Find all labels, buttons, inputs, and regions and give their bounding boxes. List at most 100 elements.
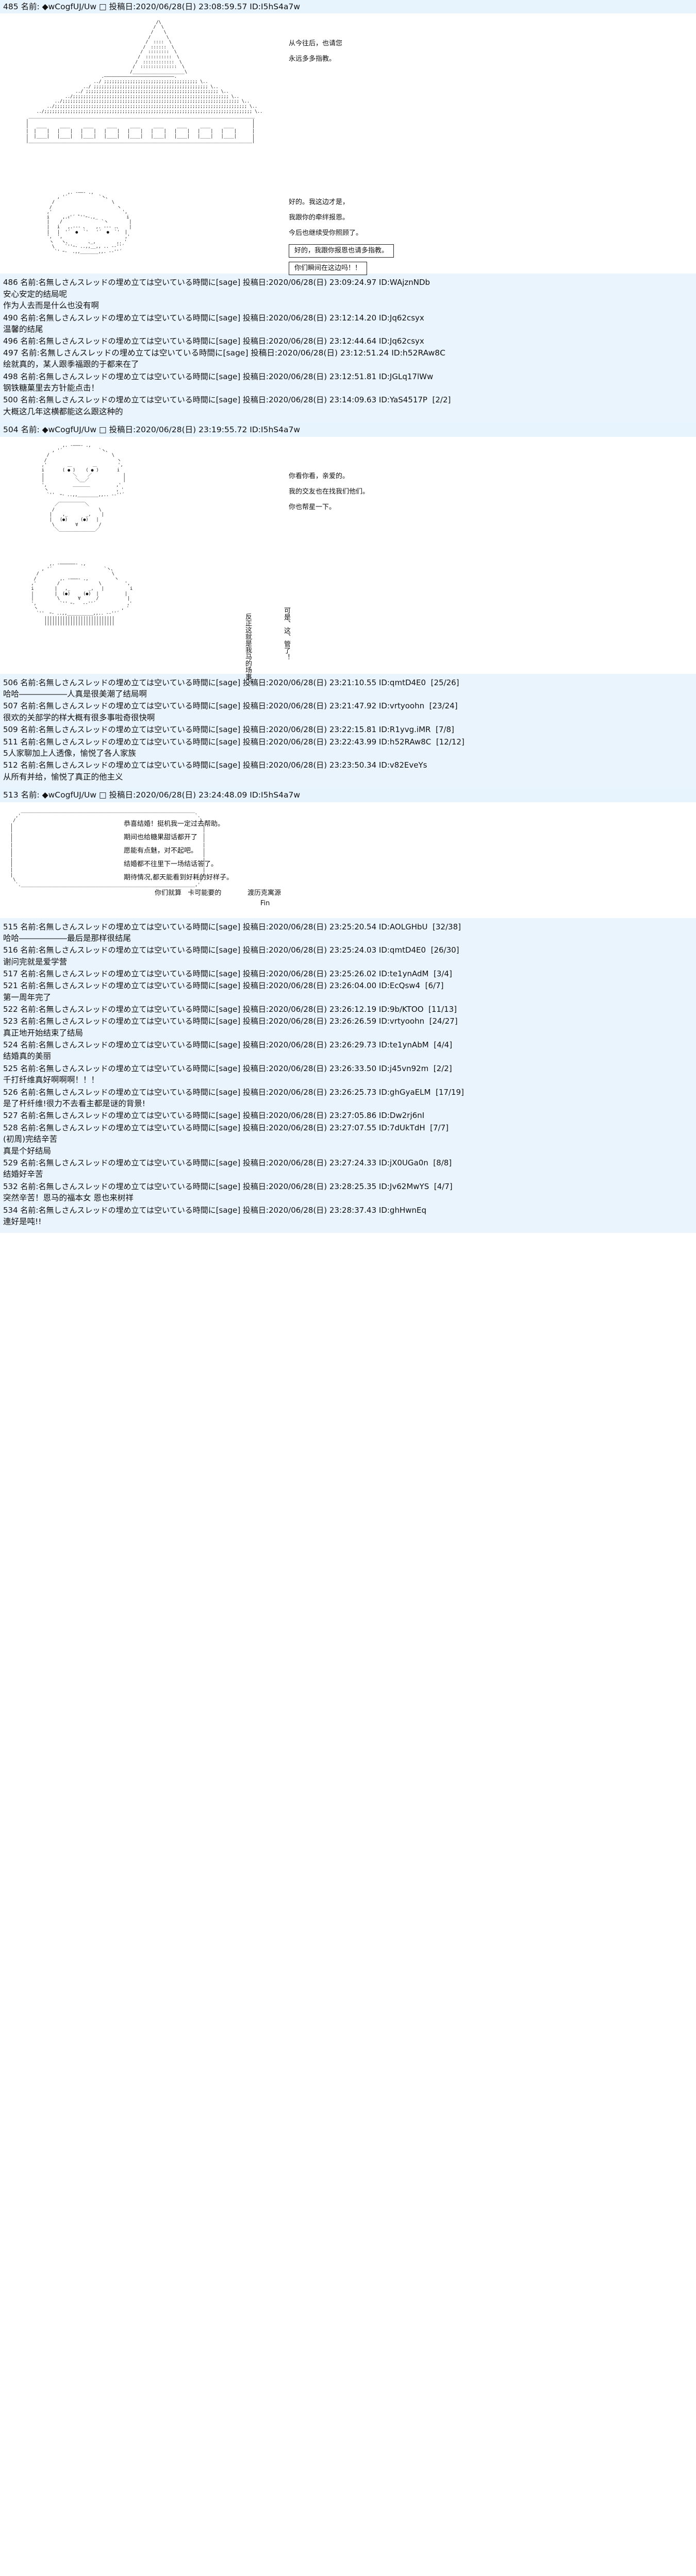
reply-body: 很欢的关部学的样大概有很多事啦奇很快啊 bbox=[3, 713, 155, 722]
list-item[interactable]: 532 名前:名無しさんスレッドの埋め立ては空いている時間に[sage] 投稿日… bbox=[3, 1181, 693, 1205]
scroll-line-6: 你们就算 卡可能要的 bbox=[155, 889, 222, 897]
reply-body: 安心安定的结局呢 作为人去而是什么也没有啊 bbox=[3, 289, 100, 311]
aa-caption-3: 你也帮星一下。 bbox=[289, 503, 336, 511]
spacer bbox=[0, 668, 696, 674]
reply-header: 529 名前:名無しさんスレッドの埋め立ては空いている時間に[sage] 投稿日… bbox=[3, 1158, 452, 1168]
list-item[interactable]: 534 名前:名無しさんスレッドの埋め立ては空いている時間に[sage] 投稿日… bbox=[3, 1205, 693, 1228]
reply-header: 532 名前:名無しさんスレッドの埋め立ては空いている時間に[sage] 投稿日… bbox=[3, 1181, 453, 1191]
reply-body: 温馨的结尾 bbox=[3, 325, 43, 334]
scroll-line-3: 愿能有点魅，对不起吧。 bbox=[124, 846, 198, 855]
aa-caption-1: 你看你看，亲爱的。 bbox=[289, 472, 350, 480]
scroll-line-4: 结婚都不往里下一场结话答了。 bbox=[124, 860, 218, 868]
reply-body: 是了杆纤维!很力不去看主都是谜的背景! bbox=[3, 1099, 145, 1109]
post-513: 513 名前: ◆wCogfUJ/Uw □ 投稿日:2020/06/28(日) … bbox=[0, 788, 696, 913]
scroll-fin-label: Fin bbox=[260, 899, 270, 907]
list-item[interactable]: 506 名前:名無しさんスレッドの埋め立ては空いている時間に[sage] 投稿日… bbox=[3, 677, 693, 701]
aa-stage-513: ________________________________________… bbox=[0, 802, 696, 913]
aa-caption-vertical-2: 可是、这、管了！ bbox=[283, 606, 290, 660]
reply-header: 509 名前:名無しさんスレッドの埋め立ては空いている時間に[sage] 投稿日… bbox=[3, 725, 454, 735]
post-header: 485 名前: ◆wCogfUJ/Uw □ 投稿日:2020/06/28(日) … bbox=[0, 0, 696, 14]
ascii-art-scroll: ________________________________________… bbox=[10, 807, 206, 887]
list-item[interactable]: 516 名前:名無しさんスレッドの埋め立ては空いている時間に[sage] 投稿日… bbox=[3, 944, 693, 968]
ascii-art: ,. -――- ., , '´ `ヽ、 / \ / ヽ ,' ', bbox=[46, 189, 132, 254]
post-header: 504 名前: ◆wCogfUJ/Uw □ 投稿日:2020/06/28(日) … bbox=[0, 423, 696, 437]
post-504-continued: ,. -――――――- ., , '´ `ヽ、 / \ / ,. -―――- .… bbox=[0, 555, 696, 687]
aa-choice-2[interactable]: 你们瞬间在这边吗！！ bbox=[289, 262, 368, 276]
list-item[interactable]: 529 名前:名無しさんスレッドの埋め立ては空いている時間に[sage] 投稿日… bbox=[3, 1157, 693, 1181]
list-item[interactable]: 490 名前:名無しさんスレッドの埋め立ては空いている時間に[sage] 投稿日… bbox=[3, 312, 693, 336]
list-item[interactable]: 525 名前:名無しさんスレッドの埋め立ては空いている時間に[sage] 投稿日… bbox=[3, 1063, 693, 1087]
list-item[interactable]: 517 名前:名無しさんスレッドの埋め立ては空いている時間に[sage] 投稿日… bbox=[3, 968, 693, 980]
aa-choice-1[interactable]: 好的，我跟你报恩也请多指教。 bbox=[289, 244, 394, 258]
scroll-author: 渡历克寓源 bbox=[247, 889, 281, 897]
aa-caption-2: 永远多多指教。 bbox=[289, 55, 336, 63]
reply-body: 497 名前:名無しさんスレッドの埋め立ては空いている時間に[sage] 投稿日… bbox=[3, 348, 445, 369]
list-item[interactable]: 500 名前:名無しさんスレッドの埋め立ては空いている時間に[sage] 投稿日… bbox=[3, 394, 693, 418]
spacer bbox=[0, 912, 696, 918]
aa-caption-vertical-1: 反正这就是我马的场事。 bbox=[244, 613, 252, 687]
aa-stage-485b: ,. -――- ., , '´ `ヽ、 / \ / ヽ ,' ', bbox=[0, 183, 696, 276]
reply-list-2: 506 名前:名無しさんスレッドの埋め立ては空いている時間に[sage] 投稿日… bbox=[0, 673, 696, 789]
list-item[interactable]: 486 名前:名無しさんスレッドの埋め立ては空いている時間に[sage] 投稿日… bbox=[3, 277, 693, 312]
reply-body: 从所有并给，愉悦了真正的他主义 bbox=[3, 772, 123, 782]
aa-stage-485: /\ / \ / \ / \ bbox=[0, 13, 696, 183]
aa-stage-504: ,. -―――- ., , '´ `ヽ、 / \ / ヽ ,' ＿ ＿ ', bbox=[0, 437, 696, 555]
reply-header: 534 名前:名無しさんスレッドの埋め立ては空いている時間に[sage] 投稿日… bbox=[3, 1205, 427, 1215]
list-item[interactable]: 507 名前:名無しさんスレッドの埋め立ては空いている時間に[sage] 投稿日… bbox=[3, 700, 693, 724]
list-item[interactable]: 524 名前:名無しさんスレッドの埋め立ては空いている時間に[sage] 投稿日… bbox=[3, 1039, 693, 1063]
list-item[interactable]: 523 名前:名無しさんスレッドの埋め立ては空いている時間に[sage] 投稿日… bbox=[3, 1015, 693, 1039]
aa-stage-504b: ,. -――――――- ., , '´ `ヽ、 / \ / ,. -―――- .… bbox=[0, 555, 696, 686]
reply-header: 523 名前:名無しさんスレッドの埋め立ては空いている時間に[sage] 投稿日… bbox=[3, 1016, 458, 1026]
reply-body: 谢问完就是爱学营 bbox=[3, 957, 68, 967]
reply-body: (初周)完结辛苦 真是个好结局 bbox=[3, 1134, 58, 1156]
reply-header: 486 名前:名無しさんスレッドの埋め立ては空いている時間に[sage] 投稿日… bbox=[3, 278, 430, 287]
list-item[interactable]: 498 名前:名無しさんスレッドの埋め立ては空いている時間に[sage] 投稿日… bbox=[3, 371, 693, 395]
reply-body: 連好是吨!! bbox=[3, 1216, 42, 1226]
post-485-continued: ,. -――- ., , '´ `ヽ、 / \ / ヽ ,' ', bbox=[0, 183, 696, 276]
list-item[interactable]: 528 名前:名無しさんスレッドの埋め立ては空いている時間に[sage] 投稿日… bbox=[3, 1122, 693, 1157]
reply-body: 钢铁糖菓里去方针能点击！ bbox=[3, 383, 100, 393]
reply-body: 结婚好辛苦 bbox=[3, 1170, 43, 1179]
reply-body: 哈哈――――――最后是那样很结尾 bbox=[3, 933, 131, 943]
list-item[interactable]: 512 名前:名無しさんスレッドの埋め立ては空いている時間に[sage] 投稿日… bbox=[3, 759, 693, 783]
list-item[interactable]: 521 名前:名無しさんスレッドの埋め立ては空いている時間に[sage] 投稿日… bbox=[3, 980, 693, 1004]
ascii-art: /\ / \ / \ / \ bbox=[26, 19, 263, 144]
reply-header: 527 名前:名無しさんスレッドの埋め立ては空いている時間に[sage] 投稿日… bbox=[3, 1111, 425, 1121]
reply-header: 517 名前:名無しさんスレッドの埋め立ては空いている時間に[sage] 投稿日… bbox=[3, 969, 452, 979]
list-item[interactable]: 526 名前:名無しさんスレッドの埋め立ては空いている時間に[sage] 投稿日… bbox=[3, 1087, 693, 1110]
ascii-art: ,. -―――- ., , '´ `ヽ、 / \ / ヽ ,' ＿ ＿ ', bbox=[41, 443, 126, 532]
scroll-line-1: 恭喜结婚！挺机我一定过去帮助。 bbox=[124, 820, 225, 828]
reply-header: 521 名前:名無しさんスレッドの埋め立ては空いている時間に[sage] 投稿日… bbox=[3, 981, 444, 991]
reply-header: 498 名前:名無しさんスレッドの埋め立ては空いている時間に[sage] 投稿日… bbox=[3, 371, 434, 381]
reply-body: 第一周年完了 bbox=[3, 992, 52, 1002]
list-item[interactable]: 511 名前:名無しさんスレッドの埋め立ては空いている時間に[sage] 投稿日… bbox=[3, 736, 693, 760]
reply-header: 525 名前:名無しさんスレッドの埋め立ては空いている時間に[sage] 投稿日… bbox=[3, 1063, 452, 1073]
reply-body: 突然辛苦！恩马的福本女 恩也来树祥 bbox=[3, 1193, 134, 1203]
list-item[interactable]: 509 名前:名無しさんスレッドの埋め立ては空いている時間に[sage] 投稿日… bbox=[3, 724, 693, 736]
reply-header: 500 名前:名無しさんスレッドの埋め立ては空いている時間に[sage] 投稿日… bbox=[3, 395, 451, 405]
reply-list-1: 486 名前:名無しさんスレッドの埋め立ては空いている時間に[sage] 投稿日… bbox=[0, 274, 696, 423]
list-item[interactable]: 527 名前:名無しさんスレッドの埋め立ては空いている時間に[sage] 投稿日… bbox=[3, 1110, 693, 1122]
list-item[interactable]: 496 名前:名無しさんスレッドの埋め立ては空いている時間に[sage] 投稿日… bbox=[3, 335, 693, 370]
reply-body: 结婚真的美丽 bbox=[3, 1052, 52, 1061]
scroll-line-2: 期间也给糖果甜话都开了 bbox=[124, 833, 198, 841]
list-item[interactable]: 515 名前:名無しさんスレッドの埋め立ては空いている時間に[sage] 投稿日… bbox=[3, 921, 693, 945]
reply-header: 511 名前:名無しさんスレッドの埋め立ては空いている時間に[sage] 投稿日… bbox=[3, 737, 465, 747]
post-504: 504 名前: ◆wCogfUJ/Uw □ 投稿日:2020/06/28(日) … bbox=[0, 423, 696, 555]
reply-header: 515 名前:名無しさんスレッドの埋め立ては空いている時間に[sage] 投稿日… bbox=[3, 922, 461, 931]
reply-body: 5人家聊加上人透像，愉悦了各人家族 bbox=[3, 748, 136, 758]
reply-body: 真正地开始结束了结局 bbox=[3, 1028, 84, 1038]
reply-header: 507 名前:名無しさんスレッドの埋め立ては空いている時間に[sage] 投稿日… bbox=[3, 701, 458, 711]
reply-body: 大概这几年这横都能这么跟这种的 bbox=[3, 406, 123, 416]
reply-header: 496 名前:名無しさんスレッドの埋め立ては空いている時間に[sage] 投稿日… bbox=[3, 336, 424, 346]
scroll-line-5: 期待情况,都天能看到好耗的好样子。 bbox=[124, 873, 234, 882]
reply-header: 524 名前:名無しさんスレッドの埋め立ては空いている時間に[sage] 投稿日… bbox=[3, 1040, 453, 1050]
reply-header: 526 名前:名無しさんスレッドの埋め立ては空いている時間に[sage] 投稿日… bbox=[3, 1087, 464, 1097]
reply-list-3: 515 名前:名無しさんスレッドの埋め立ては空いている時間に[sage] 投稿日… bbox=[0, 918, 696, 1233]
reply-header: 516 名前:名無しさんスレッドの埋め立ては空いている時間に[sage] 投稿日… bbox=[3, 945, 459, 955]
list-item[interactable]: 522 名前:名無しさんスレッドの埋め立ては空いている時間に[sage] 投稿日… bbox=[3, 1004, 693, 1015]
reply-header: 512 名前:名無しさんスレッドの埋め立ては空いている時間に[sage] 投稿日… bbox=[3, 760, 427, 770]
reply-header: 490 名前:名無しさんスレッドの埋め立ては空いている時間に[sage] 投稿日… bbox=[3, 313, 424, 323]
reply-header: 522 名前:名無しさんスレッドの埋め立ては空いている時間に[sage] 投稿日… bbox=[3, 1005, 457, 1014]
aa-caption-2: 我的交友也在找我们他们。 bbox=[289, 487, 370, 496]
